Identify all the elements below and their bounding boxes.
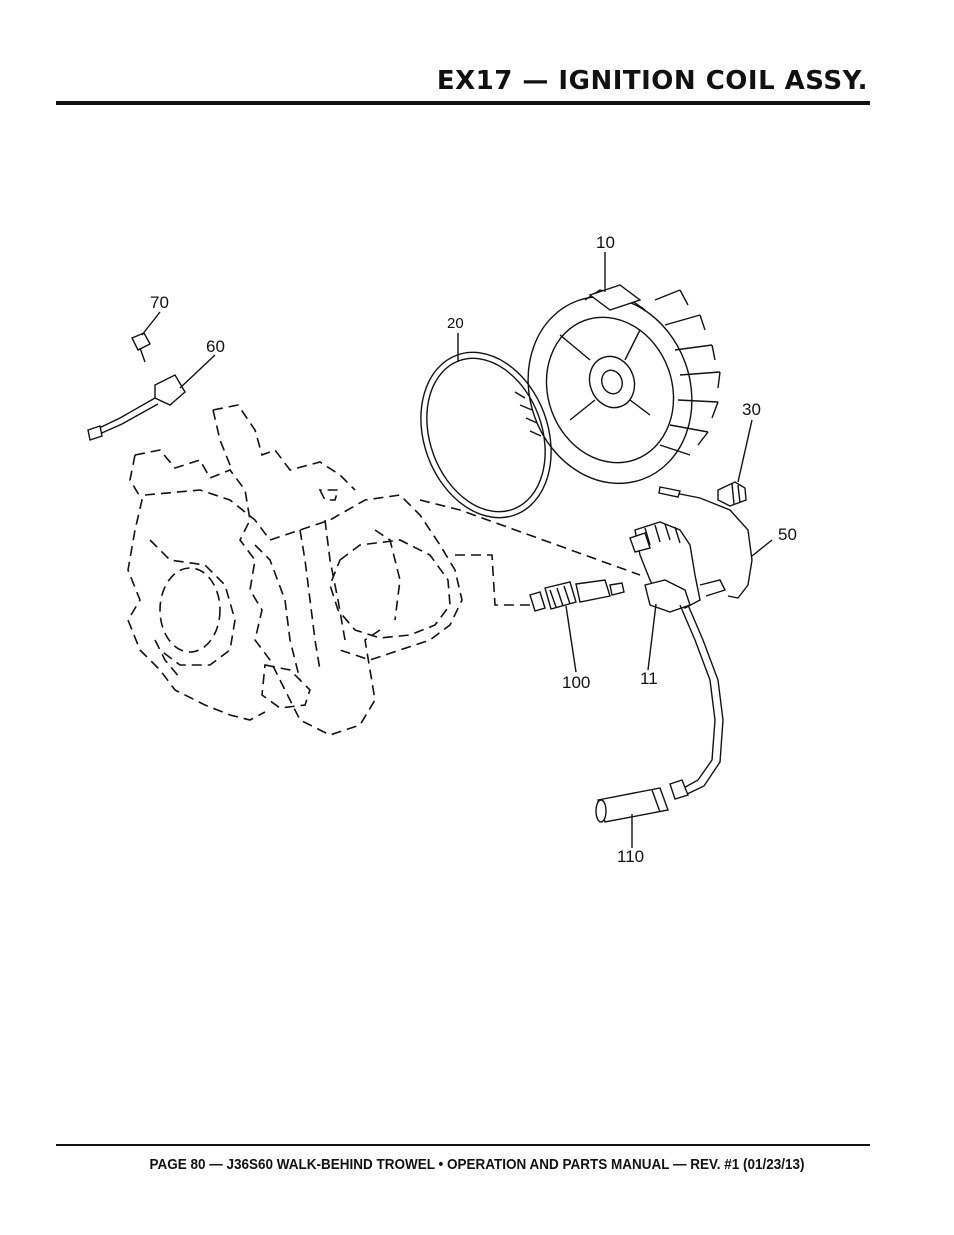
callout-100: 100 [562, 673, 590, 692]
engine-block [127, 404, 463, 736]
callout-30: 30 [742, 400, 761, 419]
bolt [717, 481, 747, 507]
callout-leaders [141, 252, 773, 848]
spark-plug [529, 579, 625, 612]
callout-50: 50 [778, 525, 797, 544]
ignition-coil [629, 521, 726, 800]
header-rule [56, 101, 870, 105]
callout-10: 10 [596, 233, 615, 252]
footer-rule [56, 1144, 870, 1146]
callout-110: 110 [617, 847, 644, 866]
callout-60: 60 [206, 337, 225, 356]
engine-leader-plug [455, 554, 530, 606]
flywheel [527, 284, 721, 485]
callout-11: 11 [640, 669, 658, 688]
ring-gear [420, 351, 552, 519]
callout-20: 20 [447, 315, 464, 332]
plug-cap [595, 787, 669, 823]
engine-leader-coil [419, 499, 641, 576]
bracket-and-screw [87, 332, 186, 441]
callout-70: 70 [150, 293, 169, 312]
page-title: EX17 — IGNITION COIL ASSY. [436, 66, 868, 96]
page-footer: PAGE 80 — J36S60 WALK-BEHIND TROWEL • OP… [149, 1156, 805, 1173]
wire-lead [658, 486, 753, 599]
